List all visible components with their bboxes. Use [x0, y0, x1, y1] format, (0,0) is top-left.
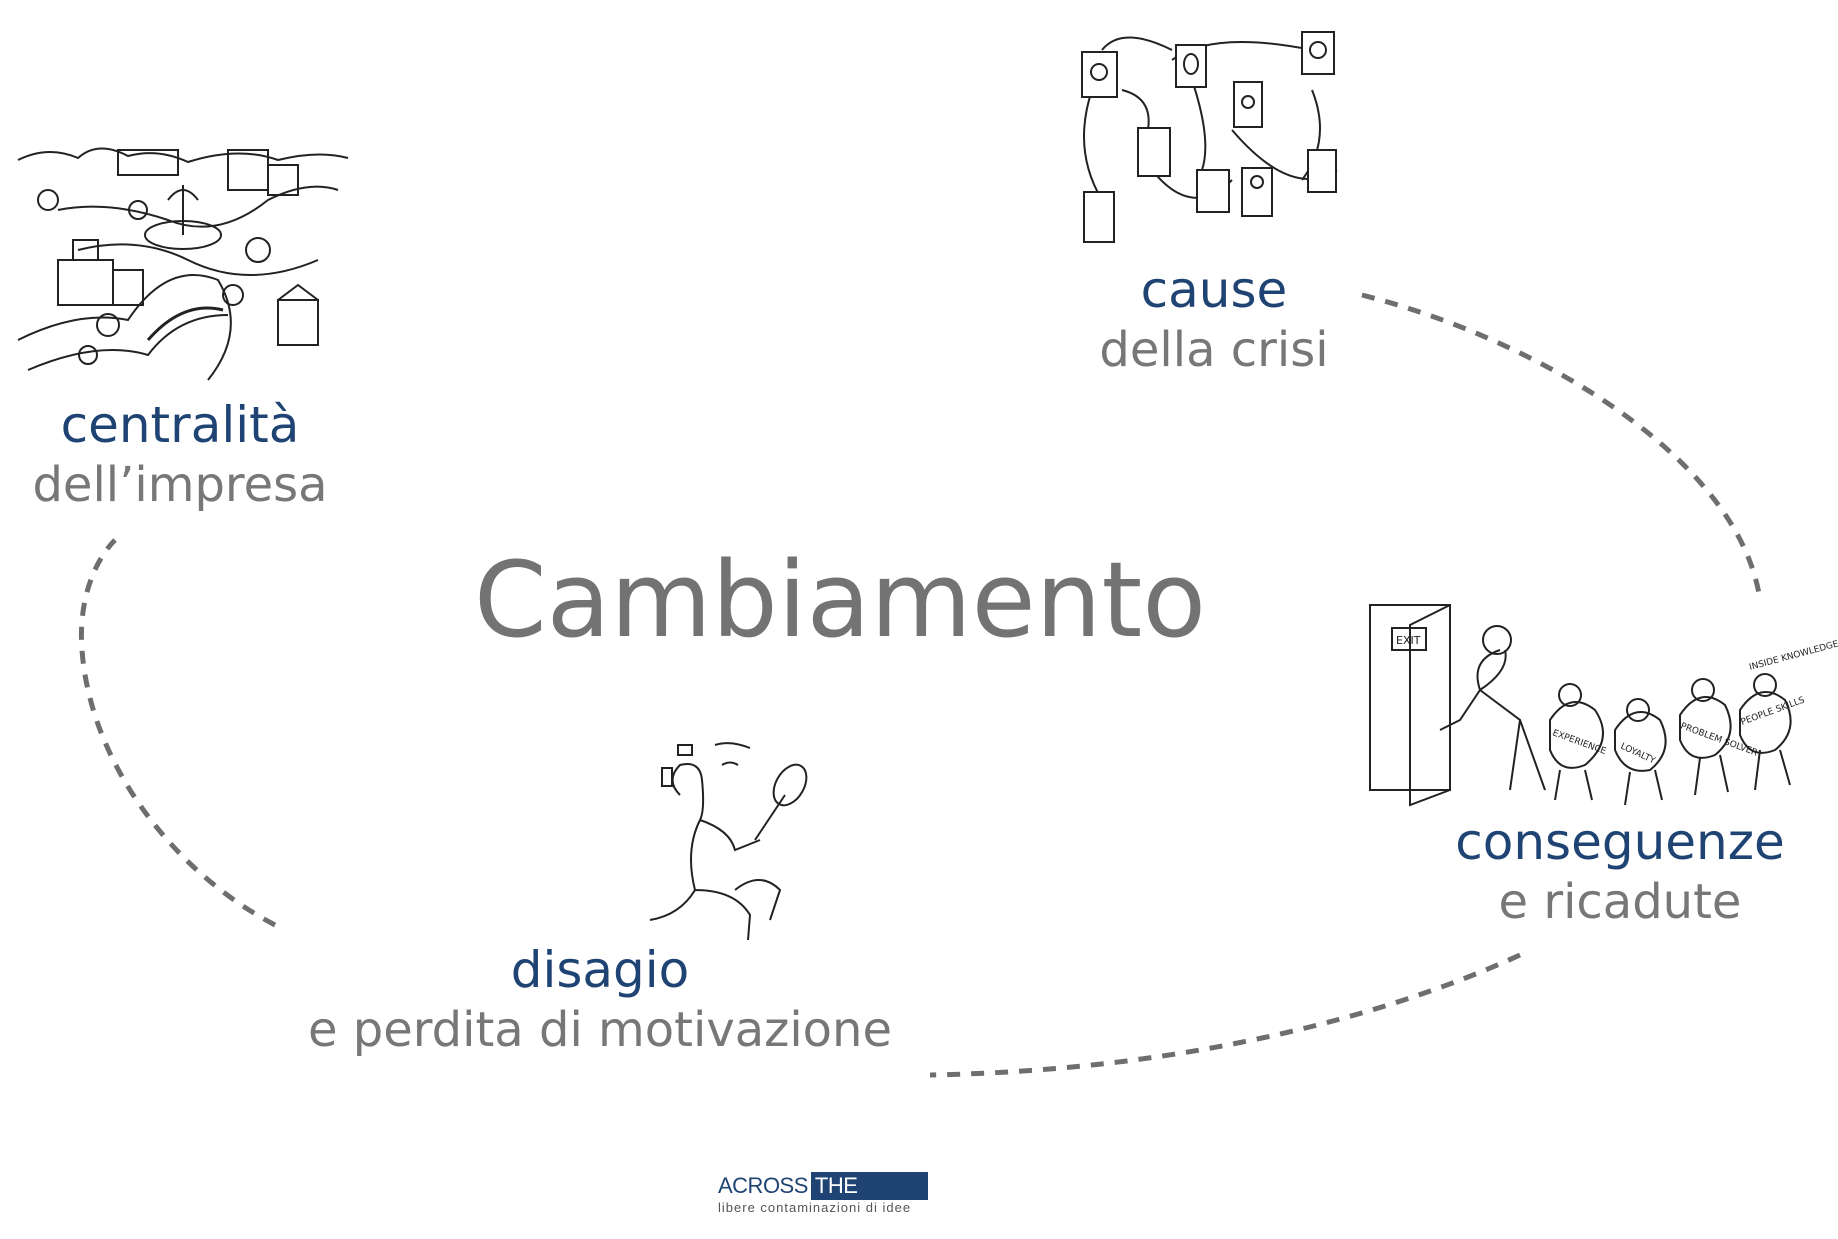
brand-logo: ACROSS THE PEOPLE libere contaminazioni …	[718, 1172, 928, 1226]
node-heading: disagio	[510, 941, 690, 999]
logo-tagline: libere contaminazioni di idee	[718, 1200, 912, 1215]
city-map-icon	[17, 147, 349, 381]
node-heading: cause	[1140, 261, 1288, 319]
dashed-arc-cause-to-conseguenze	[1361, 292, 1763, 601]
dashed-arc-disagio-to-centralita	[78, 538, 277, 928]
person-chasing-devices-icon	[649, 742, 808, 941]
logo-part-across: ACROSS	[718, 1173, 808, 1198]
node-subtext: dell’impresa	[32, 457, 328, 513]
node-disagio: disagio e perdita di motivazione	[250, 940, 950, 1060]
people-skills-text: PEOPLE SKILLS	[1740, 695, 1807, 727]
exit-sign-text: EXIT	[1396, 634, 1421, 647]
org-chart-icon	[1081, 31, 1338, 243]
node-subtext: e perdita di motivazione	[308, 1002, 892, 1058]
node-conseguenze: conseguenze e ricadute	[1270, 812, 1838, 932]
loyalty-text: LOYALTY	[1619, 742, 1657, 767]
dashed-arc-conseguenze-to-disagio	[929, 952, 1522, 1078]
diagram-title: Cambiamento	[474, 539, 1206, 661]
node-heading: conseguenze	[1455, 813, 1785, 871]
node-centralita: centralità dell’impresa	[0, 395, 530, 515]
experience-text: EXPERIENCE	[1551, 728, 1608, 757]
node-subtext: e ricadute	[1498, 874, 1742, 930]
node-heading: centralità	[60, 396, 300, 454]
node-cause: cause della crisi	[864, 260, 1564, 380]
exit-door-people-icon: EXIT EXPERIENCE LOYALTY PROBLEM SOLVER P…	[1369, 604, 1838, 807]
logo-part-the-people: THE PEOPLE	[810, 1172, 928, 1226]
node-subtext: della crisi	[1099, 322, 1329, 378]
